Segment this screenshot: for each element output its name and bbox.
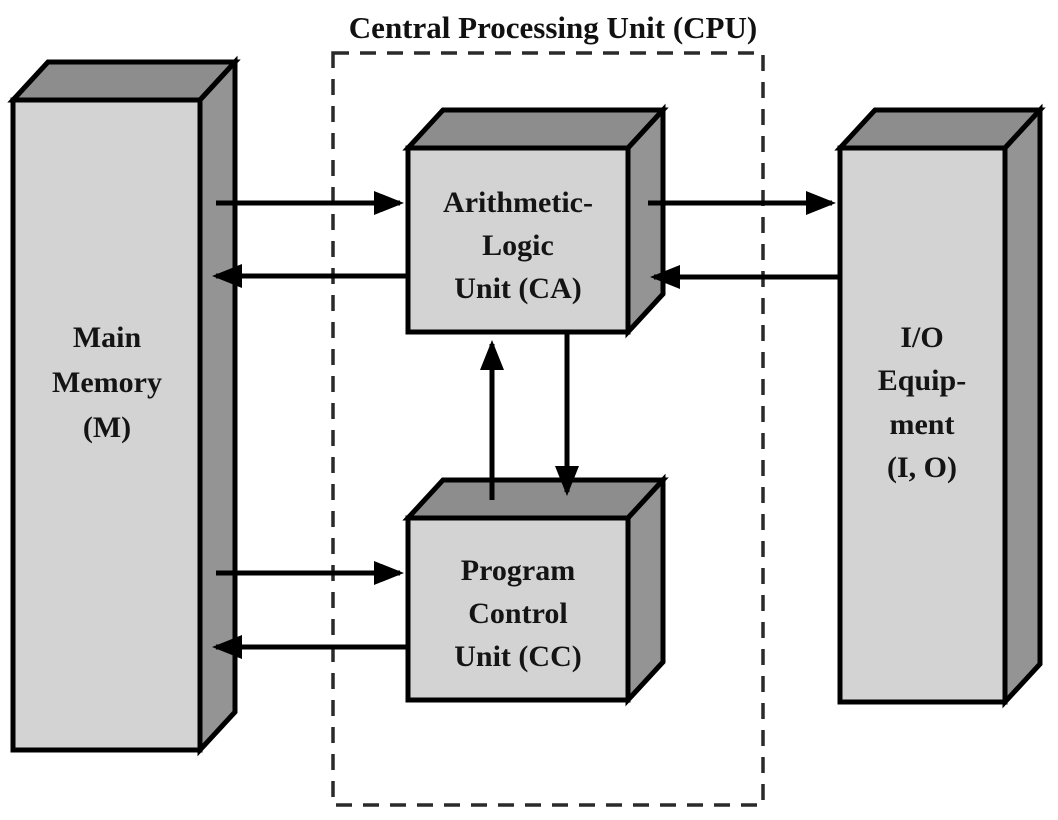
pcu-label-line: Unit (CC) <box>454 640 582 673</box>
pcu-block: Program Control Unit (CC) <box>402 473 669 707</box>
io-label-line: Equip- <box>878 364 966 397</box>
io-equipment-block: I/O Equip- ment (I, O) <box>834 103 1046 709</box>
alu-label-line: Arithmetic- <box>443 186 593 219</box>
io-label-line: (I, O) <box>887 451 957 484</box>
io-label-line: ment <box>890 408 955 441</box>
main-memory-label-line: (M) <box>83 411 131 444</box>
alu-label-line: Logic <box>482 229 554 262</box>
io-front-face <box>837 145 1008 705</box>
main-memory-label-line: Main <box>73 321 142 354</box>
alu-label-line: Unit (CA) <box>454 272 582 305</box>
main-memory-block: Main Memory (M) <box>7 55 241 757</box>
pcu-front-face <box>405 515 631 703</box>
io-side-face <box>1002 103 1043 709</box>
main-memory-front-face <box>10 97 203 753</box>
pcu-label-line: Control <box>468 597 567 630</box>
alu-side-face <box>625 103 666 339</box>
main-memory-top-face <box>7 59 241 103</box>
main-memory-label-line: Memory <box>52 366 162 399</box>
io-label-line: I/O <box>900 321 943 354</box>
diagram-title: Central Processing Unit (CPU) <box>349 10 757 45</box>
alu-top-face <box>402 107 669 151</box>
connection-arrows <box>212 191 840 659</box>
alu-front-face <box>405 145 631 335</box>
pcu-top-face <box>402 477 669 521</box>
alu-block: Arithmetic- Logic Unit (CA) <box>402 103 669 339</box>
pcu-side-face <box>625 473 666 707</box>
pcu-label-line: Program <box>461 554 575 587</box>
